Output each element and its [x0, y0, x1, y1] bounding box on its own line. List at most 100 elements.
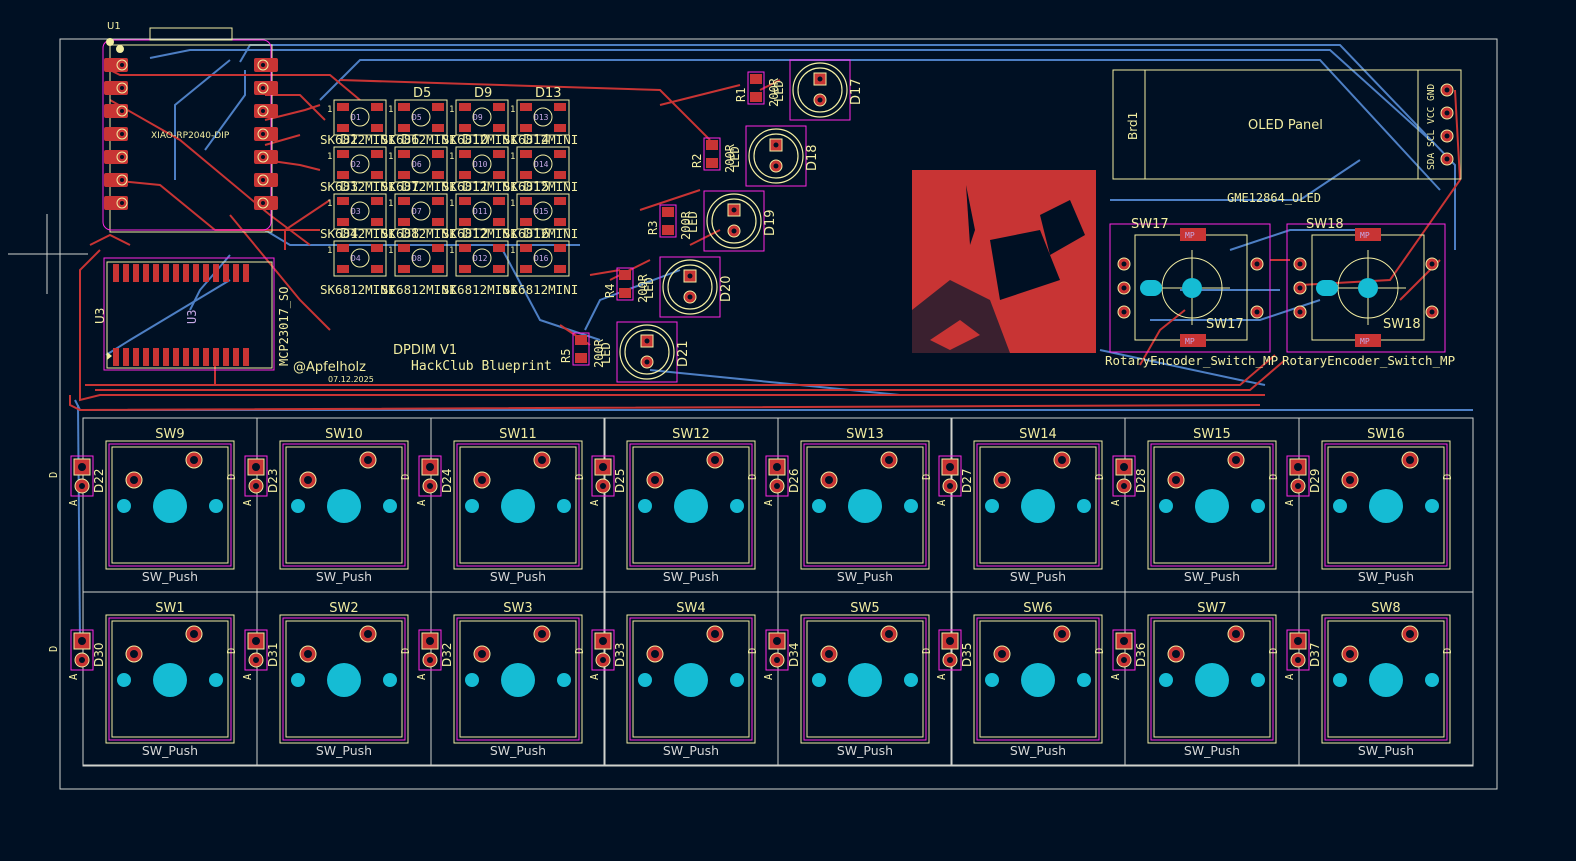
diode-pin-a: A — [1284, 499, 1296, 506]
switch-value: SW_Push — [663, 743, 719, 758]
oled-pin-vcc: VCC — [1426, 107, 1437, 124]
rotary-encoder-sw17[interactable]: MP MP SW17 SW17 RotaryEncoder_Switch_MP — [1105, 217, 1278, 368]
switch-value: SW_Push — [1010, 569, 1066, 584]
switch-value: SW_Push — [837, 743, 893, 758]
led-value: SK6812MINI — [320, 132, 395, 147]
led-pad-1: 1 — [510, 105, 515, 115]
diode-pin-a: A — [936, 499, 948, 506]
led-pad-1: 1 — [327, 246, 332, 256]
led-d9[interactable]: D91 — [449, 99, 509, 136]
diode-ref: D27 — [960, 468, 974, 493]
led-value-bottom: SK6812MINI — [442, 282, 517, 297]
led-value: LED — [686, 211, 700, 233]
led-top-ref: D13 — [535, 86, 562, 101]
switch-ref: SW14 — [1019, 427, 1057, 442]
led-ref: D3 — [340, 180, 358, 195]
diode-ref: D32 — [440, 642, 454, 667]
diode-pin-a: A — [589, 673, 601, 680]
diode-ref: D33 — [613, 642, 627, 667]
diode-ref: D34 — [787, 642, 801, 667]
switch-value: SW_Push — [1184, 569, 1240, 584]
switch-value: SW_Push — [490, 569, 546, 584]
led-ref: D21 — [676, 340, 691, 367]
led-pad-1: 1 — [449, 246, 454, 256]
led-value: SK6812MINI — [503, 226, 578, 241]
led-fab-ref: D12 — [473, 254, 488, 263]
led-d1[interactable]: D11 — [327, 99, 387, 136]
keyswitch-matrix: SW9SW_PushD22ADDSW10SW_PushD23ADSW11SW_P… — [48, 417, 1474, 767]
diode-pin-k: D — [226, 474, 238, 480]
row-pin-k: D — [48, 472, 60, 478]
board-subtitle: HackClub Blueprint — [411, 359, 552, 374]
res-value: 200R — [723, 143, 737, 173]
oled-pin-gnd: GND — [1426, 84, 1437, 101]
diode-ref: D28 — [1134, 468, 1148, 493]
res-ref: R2 — [690, 154, 704, 168]
led-pad-1: 1 — [388, 152, 393, 162]
switch-ref: SW4 — [676, 601, 705, 616]
oled-ref: Brd1 — [1126, 112, 1140, 140]
diode-pin-a: A — [1110, 673, 1122, 680]
diode-pin-a: A — [589, 499, 601, 506]
front-copper-traces — [69, 69, 1462, 412]
led-fab-ref: D3 — [351, 207, 361, 216]
res-value: 200R — [592, 338, 606, 368]
mcu-ref: U1 — [107, 21, 121, 32]
led-pad-1: 1 — [510, 199, 515, 209]
led-value: SK6812MINI — [503, 179, 578, 194]
led-pad-1: 1 — [327, 152, 332, 162]
switch-ref: SW13 — [846, 427, 884, 442]
led-fab-ref: D16 — [534, 254, 549, 263]
mcp23017-expander[interactable]: U3 U3 MCP23017_SO — [93, 257, 291, 371]
oled-panel[interactable]: OLED Panel Brd1 GME12864_OLED GND VCC SC… — [1112, 69, 1462, 205]
led-pad-1: 1 — [327, 105, 332, 115]
row-pin-k: D — [48, 646, 60, 652]
diode-pin-k: D — [747, 648, 759, 654]
rotary-encoder-sw18[interactable]: MP MP SW18 SW18 RotaryEncoder_Switch_MP — [1282, 217, 1455, 368]
led-d5[interactable]: D51 — [388, 99, 448, 136]
switch-ref: SW10 — [325, 427, 363, 442]
switch-ref: SW7 — [1197, 601, 1226, 616]
res-ref: R4 — [603, 284, 617, 298]
diode-ref: D29 — [1308, 468, 1322, 493]
led-ref: D2 — [340, 133, 358, 148]
diode-pin-a: A — [242, 673, 254, 680]
xiao-rp2040-module[interactable]: U1 XIAO-RP2040-DIP — [102, 21, 278, 233]
led-value: SK6812MINI — [381, 132, 456, 147]
